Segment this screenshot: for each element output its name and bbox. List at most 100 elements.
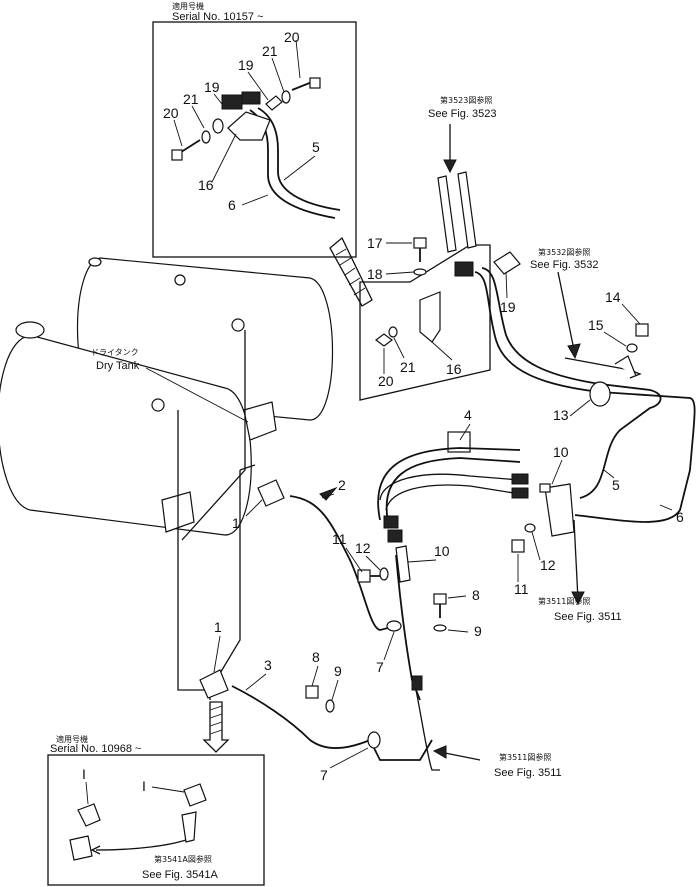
ref-3523-label: See Fig. 3523: [428, 108, 497, 120]
valve-10-center: [395, 545, 411, 583]
bolt-20-right-head: [309, 77, 321, 89]
callout-11-right: 11: [514, 581, 529, 597]
top-inset-frame: [152, 21, 357, 258]
valve-bottom-inset: [69, 835, 93, 861]
ref-3511a-label: See Fig. 3511: [554, 611, 622, 623]
bolt-8-upper: [433, 593, 447, 605]
callout-7-lower: 7: [320, 767, 328, 783]
callout-7-upper: 7: [376, 659, 384, 675]
washer-18: [413, 268, 427, 276]
callout-11-center: 11: [332, 531, 347, 547]
callout-13: 13: [553, 407, 569, 423]
ref-3523-arrow: [443, 159, 457, 174]
hose-4-b: [385, 457, 521, 523]
ref-3511b-jp: 第3511図参照: [499, 752, 551, 762]
washer-9-lower: [325, 699, 335, 713]
callout-1-upper: 1: [232, 515, 240, 531]
pipe-2: [289, 495, 401, 631]
callout-8-lower: 8: [312, 649, 320, 665]
hose-upper-b: [457, 171, 477, 249]
upper-right-inset-frame: [359, 244, 491, 401]
nut-20-right: [375, 333, 393, 347]
ref-3541a-jp: 第3541A図参照: [154, 854, 212, 864]
hose-4-a: [377, 447, 521, 521]
washer-21-left: [201, 130, 211, 144]
dry-tank-label: Dry Tank: [96, 360, 140, 372]
elbow-1-lower: [199, 669, 229, 699]
pipe-3: [231, 685, 433, 761]
callout-3: 3: [264, 657, 272, 673]
elbow-1-upper: [257, 479, 285, 507]
bolt-14: [635, 323, 649, 337]
top-inset-serial: Serial No. 10157 ~: [172, 11, 263, 23]
bottom-inset-frame: [47, 754, 265, 886]
tee-fitting-left: [77, 803, 101, 827]
callout-14: 14: [605, 289, 621, 305]
bottom-inset-jp: 適用号機: [56, 734, 88, 744]
bottom-inset: 適用号機 Serial No. 10968 ~ I I 第3541A図参照 Se…: [47, 734, 265, 886]
callout-21-top-left: 21: [183, 91, 199, 107]
ref-3511a-jp: 第3511図参照: [538, 596, 590, 606]
bottom-inset-pointer-arrow: [202, 701, 230, 753]
callout-6-top: 6: [228, 197, 236, 213]
ref-3541a-label: See Fig. 3541A: [142, 869, 218, 881]
nut-19-right: [265, 95, 283, 111]
hose-label-tag-4: [447, 431, 471, 453]
callout-16-top: 16: [198, 177, 214, 193]
lower-piping: 第3511図参照 See Fig. 3511 1 2 11 12 10 8 9 …: [199, 477, 562, 783]
callout-19-top-left: 19: [204, 79, 220, 95]
ref-3532-jp: 第3532図参照: [538, 247, 590, 257]
washer-15: [626, 343, 638, 353]
bracket-16-right: [419, 291, 441, 343]
upper-right-inset: 第3523図参照 See Fig. 3523 第3532図参照 See Fig.…: [359, 95, 696, 523]
dry-tank-jp: ドライタンク: [91, 348, 139, 357]
callout-18: 18: [367, 266, 383, 282]
callout-2: 2: [338, 477, 346, 493]
clamp-19: [493, 251, 521, 275]
callout-4: 4: [464, 407, 472, 423]
washer-21-right-inset: [388, 326, 398, 338]
bolt-17-head: [413, 237, 427, 249]
top-inset-jp: 適用号機: [172, 1, 204, 11]
ref-3532-label: See Fig. 3532: [530, 259, 599, 271]
tee-fitting-right: [183, 783, 207, 807]
bolt-20-right: [291, 81, 313, 91]
hose-upper-a: [437, 175, 457, 253]
callout-17: 17: [367, 235, 383, 251]
callout-I-left: I: [82, 766, 86, 782]
callout-5-top: 5: [312, 139, 320, 155]
callout-1-lower: 1: [214, 619, 222, 635]
callout-19-right: 19: [500, 299, 516, 315]
callout-10-right: 10: [553, 444, 569, 460]
fitting-top-left: [221, 94, 243, 110]
callout-21-right: 21: [400, 359, 416, 375]
callout-8-upper: 8: [472, 587, 480, 603]
bolt-11-center: [357, 569, 371, 583]
callout-10-center: 10: [434, 543, 450, 559]
callout-12-right: 12: [540, 557, 556, 573]
bracket-16-top: [227, 111, 271, 141]
clamp-7-lower: [367, 731, 381, 749]
callout-6-right: 6: [676, 509, 684, 525]
washer-12-right: [524, 523, 536, 533]
callout-20-top-left: 20: [163, 105, 179, 121]
callout-19-top-right: 19: [238, 57, 254, 73]
callout-15: 15: [588, 317, 604, 333]
bolt-8-lower: [305, 685, 319, 699]
dry-tank-assembly: ドライタンク Dry Tank: [0, 257, 334, 700]
callout-I-right: I: [142, 778, 146, 794]
fitting-lower-right: [181, 811, 197, 843]
top-inset: 適用号機 Serial No. 10157 ~ 20 21 19 19 21 2…: [152, 1, 357, 258]
callout-16-right: 16: [446, 361, 462, 377]
callout-12-center: 12: [355, 540, 371, 556]
top-inset-pipe-5: [257, 107, 341, 211]
washer-12-center: [379, 567, 389, 581]
bottom-inset-serial: Serial No. 10968 ~: [50, 743, 141, 755]
top-inset-leaders: [173, 39, 316, 206]
bolt-20-left-head: [171, 149, 183, 161]
callout-5-right: 5: [612, 477, 620, 493]
center-hose-assembly: 第3511図参照 See Fig. 3511 4 10 5 6 12 11: [377, 407, 684, 623]
clamp-13: [589, 381, 611, 407]
callout-20-right: 20: [378, 373, 394, 389]
bolt-11-right: [511, 539, 525, 553]
